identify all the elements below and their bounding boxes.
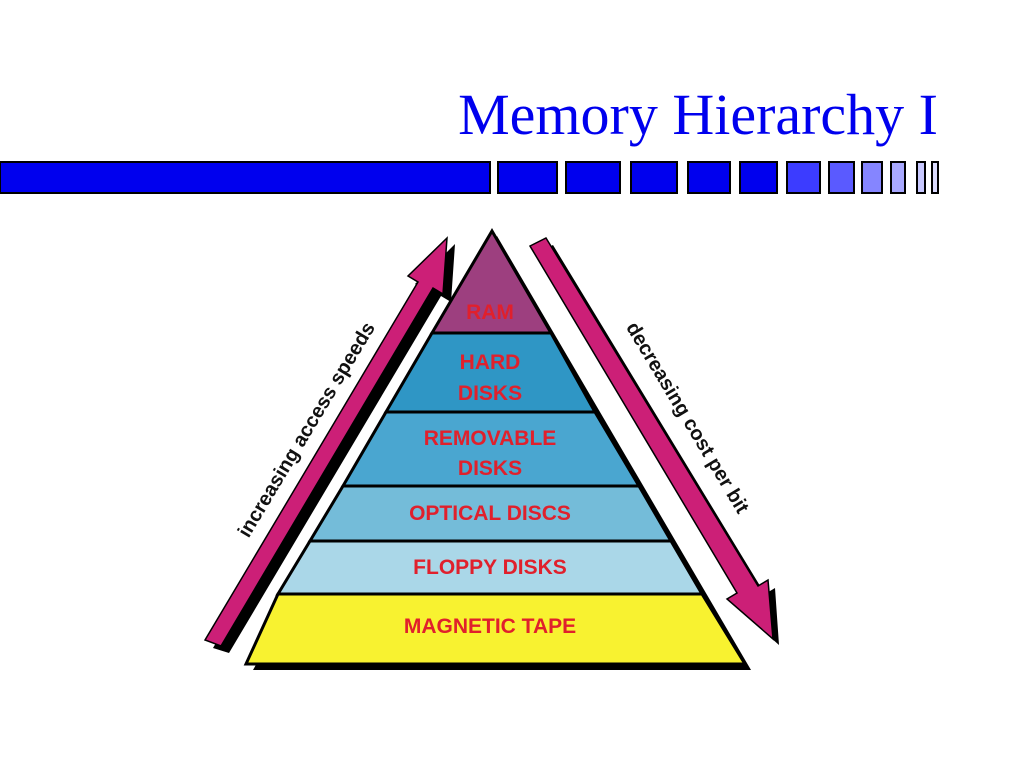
bar-square-6: [786, 161, 821, 194]
tier-label-magnetic-tape: MAGNETIC TAPE: [404, 615, 576, 638]
pyramid: RAM HARD DISKS REMOVABLE DISKS OPTICAL D…: [243, 228, 748, 666]
left-arrow: increasing access speeds: [203, 236, 455, 653]
bar-square-7: [828, 161, 855, 194]
tier-label-ram: RAM: [466, 301, 514, 324]
bar-square-3: [630, 161, 678, 194]
bar-square-11: [931, 161, 939, 194]
tier-label-floppy-disks: FLOPPY DISKS: [413, 556, 567, 579]
bar-square-10: [916, 161, 926, 194]
bar-square-4: [687, 161, 731, 194]
tier-magnetic-tape: [243, 592, 748, 666]
slide-title: Memory Hierarchy I: [458, 82, 938, 147]
right-arrow-body: [528, 237, 774, 641]
bar-long-segment: [0, 161, 491, 194]
left-arrow-body: [203, 236, 448, 647]
bar-square-8: [861, 161, 883, 194]
tier-label-optical-discs: OPTICAL DISCS: [409, 502, 571, 525]
tier-label-removable-disks-line1: REMOVABLE: [424, 427, 557, 450]
tier-label-hard-disks-line2: DISKS: [458, 382, 522, 405]
title-underline-bar: [0, 161, 939, 194]
bar-square-9: [890, 161, 906, 194]
tier-label-hard-disks-line1: HARD: [460, 351, 521, 374]
bar-square-2: [565, 161, 621, 194]
tier-label-removable-disks-line2: DISKS: [458, 457, 522, 480]
bar-square-5: [739, 161, 778, 194]
bar-square-1: [497, 161, 558, 194]
